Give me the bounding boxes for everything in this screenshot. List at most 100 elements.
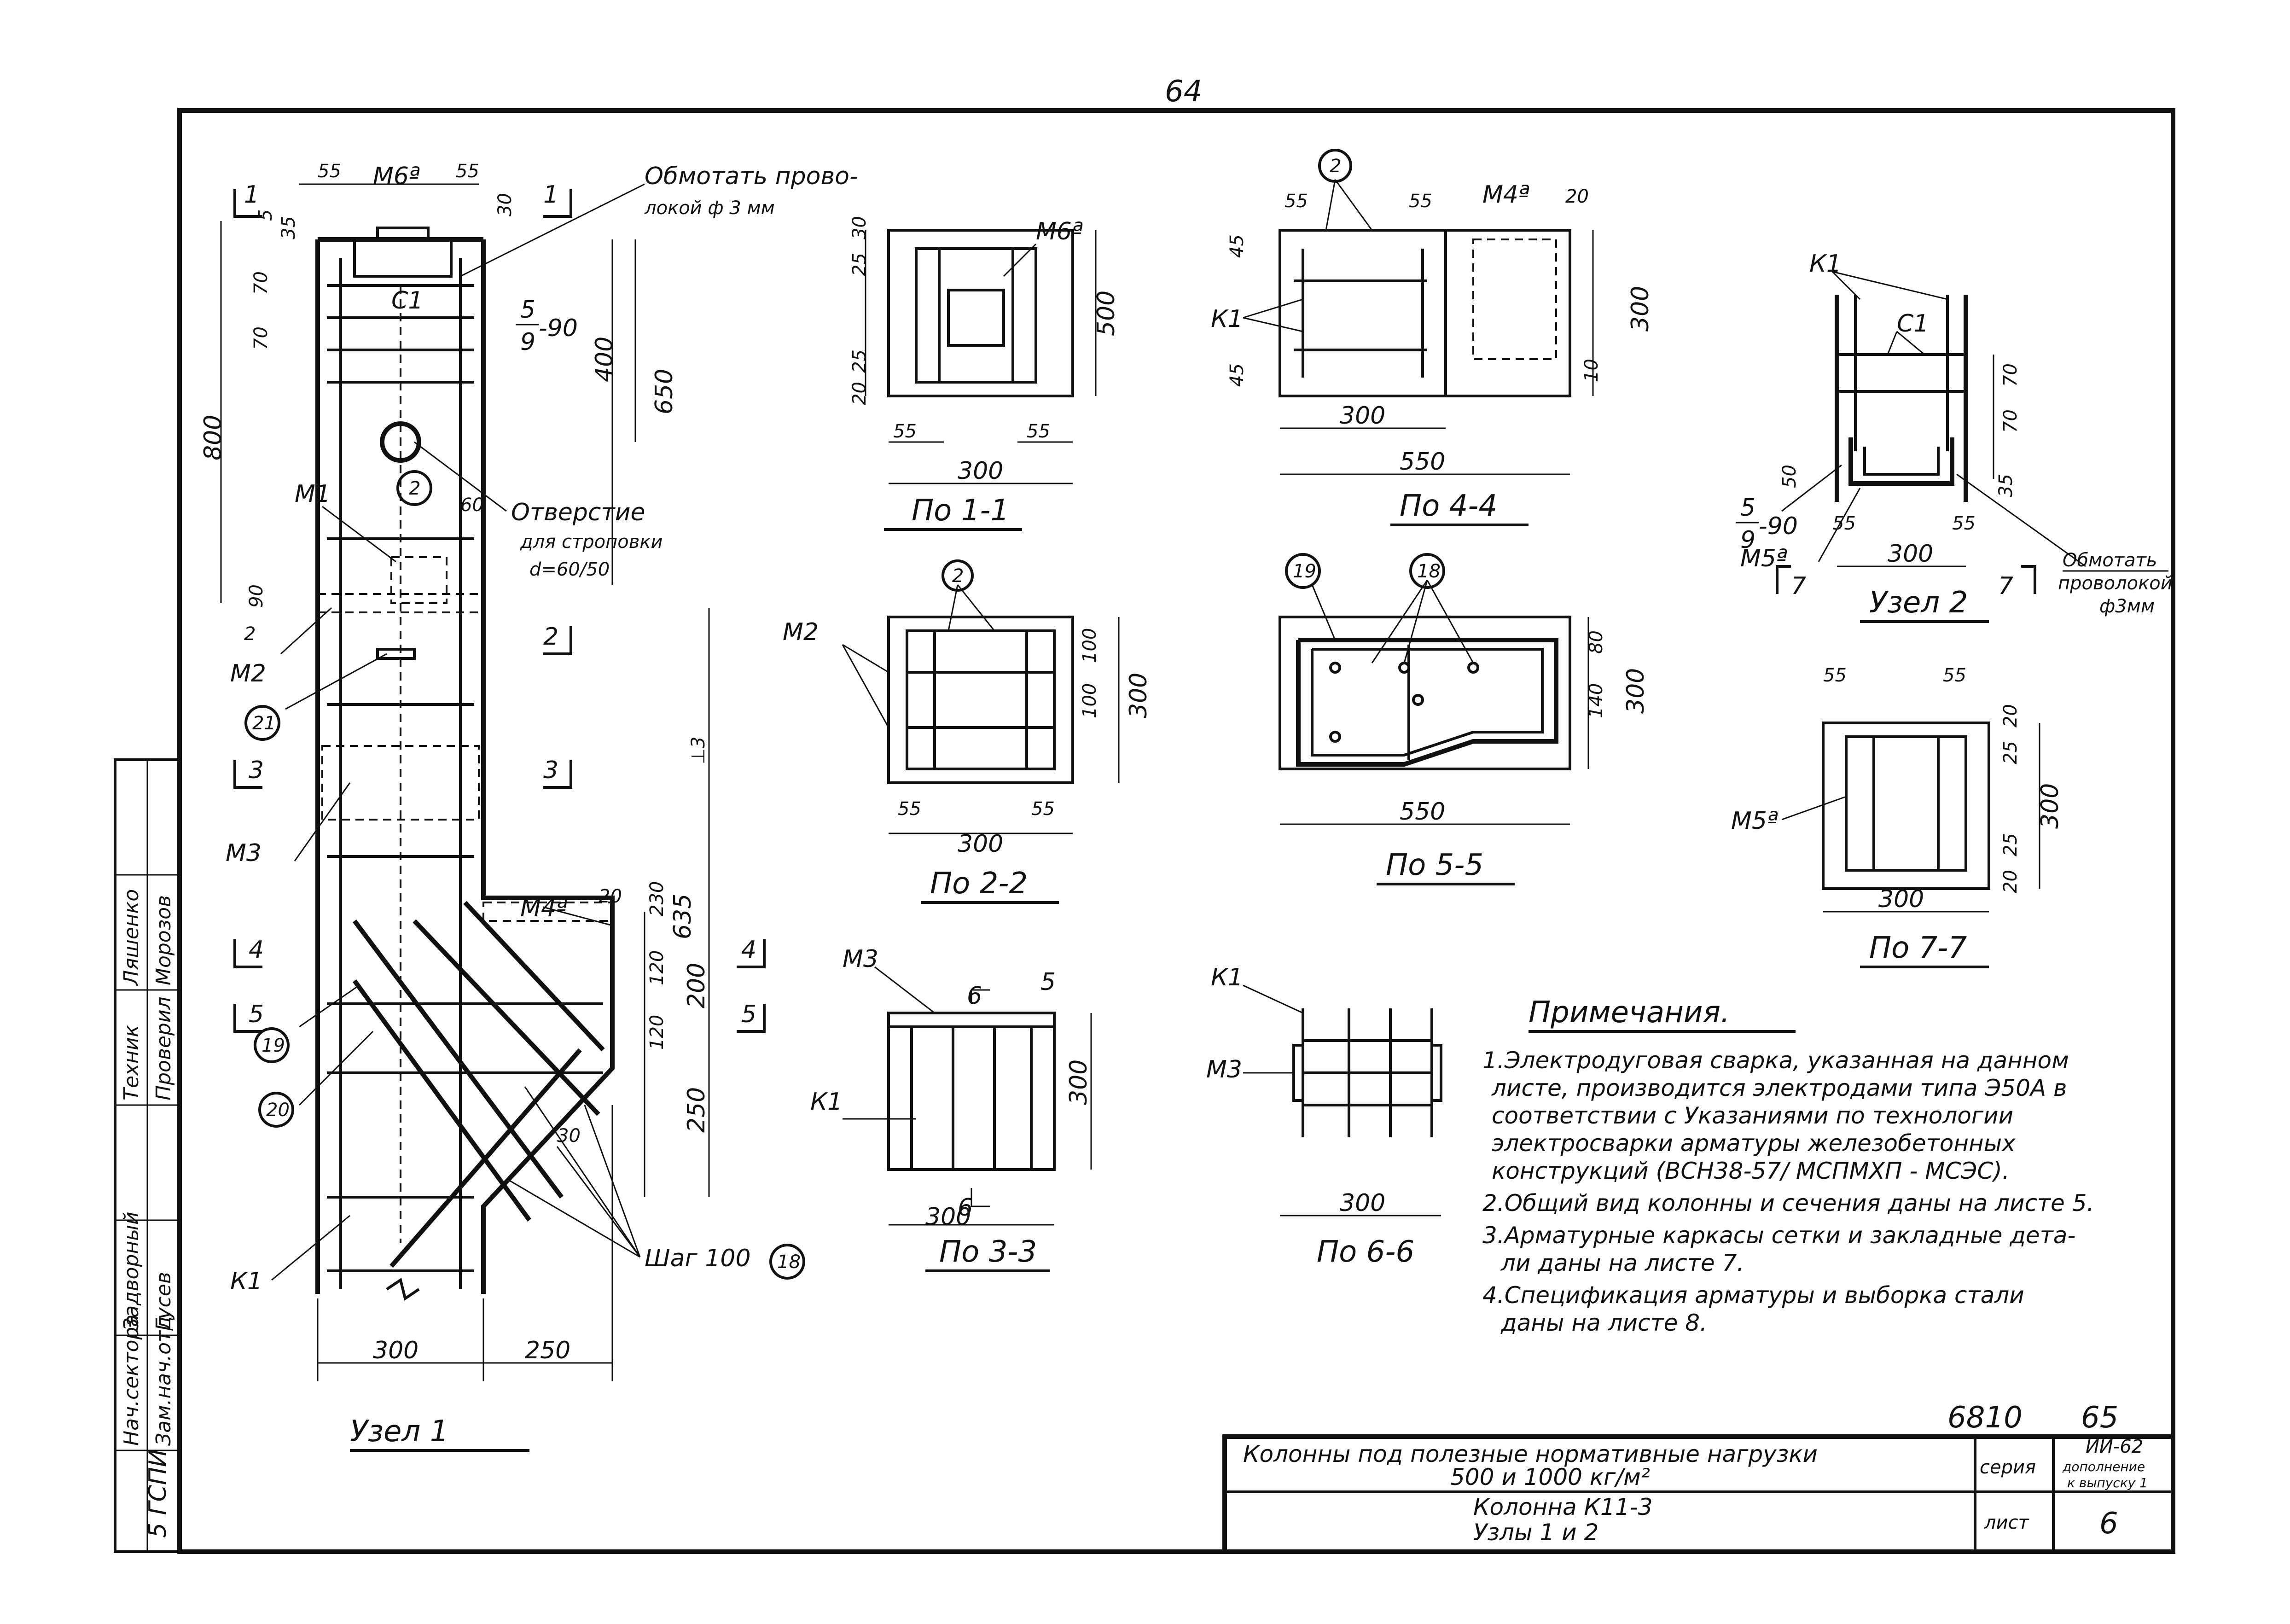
n1-pos20: 20	[266, 1100, 290, 1121]
n2-s7a: 7	[1791, 572, 1806, 600]
v11-d30a: 30	[849, 216, 870, 239]
tb-sheet-value: 6	[2099, 1507, 2118, 1541]
n1-pos2: 2	[409, 478, 420, 499]
sheet-number: 65	[2081, 1401, 2118, 1435]
n1-d55a: 55	[318, 161, 341, 182]
n2-c1: С1	[1897, 310, 1929, 338]
v77-title: По 7-7	[1869, 931, 1967, 965]
node2-title: Узел 2	[1869, 586, 1968, 620]
v22-d100a: 100	[1079, 628, 1100, 663]
n1-d250v: 250	[683, 1087, 710, 1133]
n2-d55a: 55	[1832, 513, 1856, 534]
note-line-8: ли даны на листе 7.	[1500, 1250, 1744, 1276]
v44-d55a: 55	[1284, 191, 1308, 212]
n1-hole-3: d=60/50	[529, 559, 610, 580]
n1-m6a: М6ª	[373, 163, 420, 190]
n1-pos21: 21	[252, 713, 276, 734]
v55-d80: 80	[1586, 630, 1607, 654]
v11-d25a: 25	[849, 253, 870, 276]
v11-m6a: М6ª	[1036, 218, 1083, 245]
stamp-row2a: Зам.нач.отд.	[152, 1310, 175, 1446]
v33-k1: К1	[810, 1088, 843, 1116]
note-line-4: электросварки арматуры железобетонных	[1492, 1130, 2016, 1157]
n2-s7b: 7	[1998, 572, 2013, 600]
n1-d70b: 70	[250, 326, 272, 350]
view11-drawing	[865, 229, 1097, 484]
n1-s4a: 4	[249, 936, 264, 964]
v66-title: По 6-6	[1317, 1235, 1414, 1269]
view66-drawing	[1243, 984, 1442, 1217]
n2-d70b: 70	[2000, 409, 2021, 433]
note-line-6: 2.Общий вид колонны и сечения даны на ли…	[1482, 1190, 2094, 1217]
v77-d20b: 20	[2000, 870, 2021, 893]
n1-d120a: 120	[646, 950, 668, 985]
stamp-row4b: Морозов	[152, 895, 175, 985]
v22-d55a: 55	[898, 798, 921, 820]
note-line-7: 3.Арматурные каркасы сетки и закладные д…	[1482, 1222, 2075, 1249]
node2-drawing	[1776, 271, 2086, 594]
tb-line1: Колонны под полезные нормативные нагрузк…	[1243, 1441, 1818, 1467]
view44-drawing	[1243, 149, 1594, 475]
side-stamp: 5 ГСПИ Нач.сектора Задворный Зам.нач.отд…	[114, 758, 181, 1553]
n1-d400: 400	[591, 337, 618, 382]
n1-d200: 200	[683, 963, 710, 1008]
view22-drawing	[842, 559, 1120, 834]
v66-m3: М3	[1206, 1056, 1242, 1083]
tb-series-value: ИИ-62	[2086, 1436, 2143, 1457]
n1-dim-30: 30	[557, 1125, 581, 1147]
v44-d10: 10	[1581, 359, 1602, 382]
v11-d55b: 55	[1027, 421, 1050, 442]
n1-m3: М3	[226, 839, 262, 867]
n1-d250: 250	[525, 1337, 570, 1364]
stamp-row3a: Техник	[120, 1025, 143, 1100]
n1-d5: 5	[255, 210, 276, 221]
n1-ratio-top: 5	[520, 296, 535, 324]
v44-pos2: 2	[1330, 156, 1341, 177]
n1-s5a: 5	[249, 1001, 264, 1028]
v44-d300: 300	[1340, 402, 1385, 430]
tb-line2: 500 и 1000 кг/м²	[1450, 1464, 1650, 1490]
v77-d55a: 55	[1823, 665, 1847, 686]
n2-d35: 35	[1995, 474, 2017, 497]
n1-ratio-bottom: 9	[520, 328, 535, 356]
v77-d300v: 300	[2036, 783, 2064, 829]
view55-drawing	[1279, 553, 1589, 825]
v33-title: По 3-3	[939, 1235, 1037, 1269]
tb-series-sub2: к выпуску 1	[2067, 1475, 2148, 1490]
n1-c1: С1	[391, 287, 423, 314]
n1-wire-note-2: локой ф 3 мм	[644, 198, 775, 219]
v44-d45a: 45	[1226, 234, 1248, 258]
n1-s1a: 1	[244, 181, 259, 209]
v22-title: По 2-2	[930, 867, 1028, 901]
note-line-10: даны на листе 8.	[1500, 1310, 1707, 1336]
v44-d20: 20	[1565, 186, 1589, 207]
n1-s4b: 4	[741, 936, 756, 964]
v11-d25b: 25	[849, 349, 870, 373]
n1-d55b: 55	[456, 161, 479, 182]
n1-joint: ⊥3	[688, 737, 709, 764]
n1-m2: М2	[230, 660, 266, 687]
v66-d300: 300	[1340, 1189, 1385, 1217]
n1-s2: 2	[543, 623, 558, 651]
v55-pos19: 19	[1293, 561, 1316, 582]
v33-s6b: 6	[958, 1194, 973, 1222]
v33-m3: М3	[843, 945, 878, 973]
n1-d230: 230	[646, 881, 668, 916]
v77-d20a: 20	[2000, 704, 2021, 728]
n2-d70a: 70	[2000, 363, 2021, 387]
n2-wire-2: проволокой	[2058, 573, 2173, 594]
v44-d55b: 55	[1409, 191, 1432, 212]
view77-drawing	[1781, 722, 2040, 913]
title-block	[1222, 1434, 2175, 1554]
view33-drawing	[843, 966, 1092, 1226]
n1-s3b: 3	[543, 757, 558, 784]
n2-wire-3: ф3мм	[2099, 596, 2155, 617]
v33-d5: 5	[1040, 968, 1056, 996]
stamp-number: 6810	[1947, 1401, 2023, 1435]
v55-d300v: 300	[1622, 668, 1650, 714]
v22-m2: М2	[783, 618, 819, 646]
n2-d55b: 55	[1952, 513, 1976, 534]
v55-title: По 5-5	[1386, 848, 1483, 882]
stamp-row4a: Проверил	[152, 996, 175, 1100]
